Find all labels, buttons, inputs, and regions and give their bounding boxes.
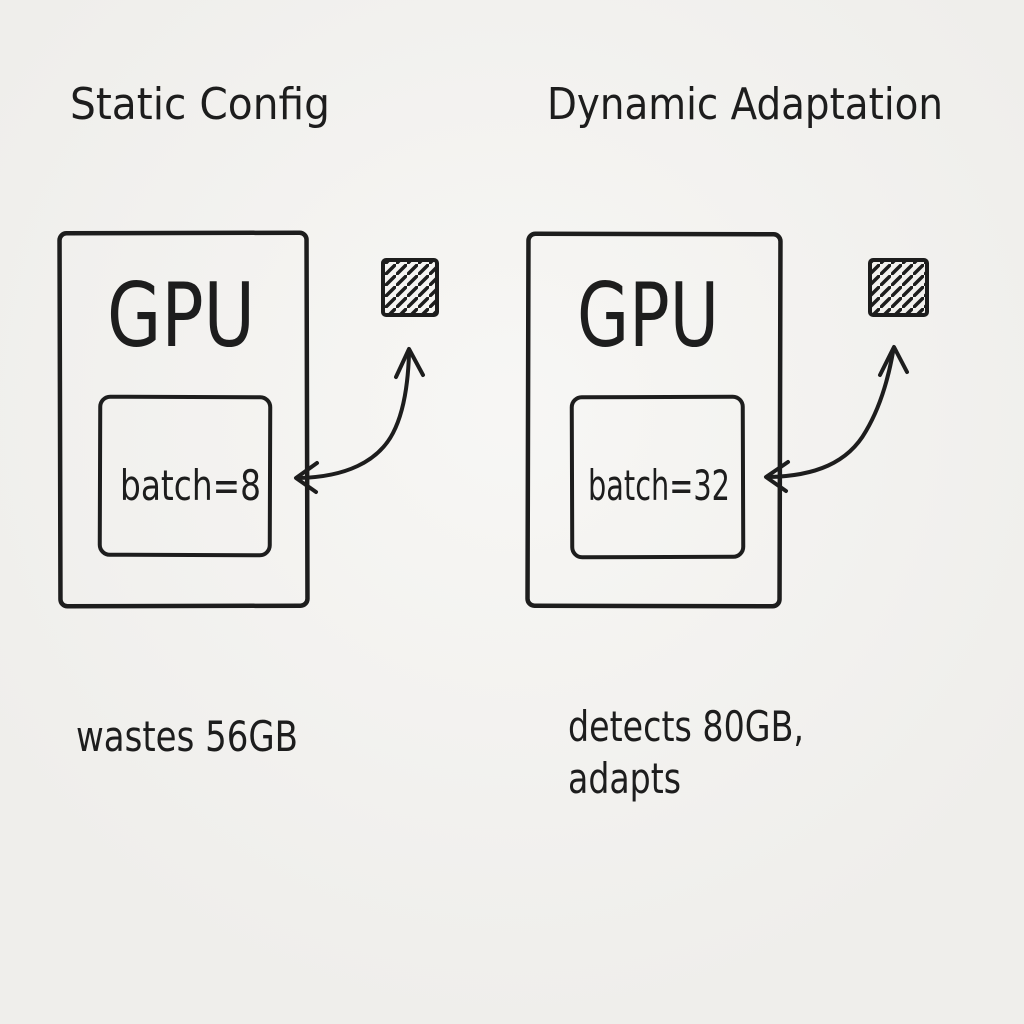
left-batch-box [97, 394, 273, 558]
left-batch-label: batch=8 [120, 461, 261, 510]
left-memory-block-icon [381, 258, 439, 317]
dynamic-adaptation-panel: Dynamic Adaptation GPU batch=32 detects … [525, 79, 943, 803]
right-panel-title: Dynamic Adaptation [547, 79, 943, 130]
static-config-panel: Static Config GPU batch=8 wastes 56GB [57, 79, 439, 761]
left-arrow [294, 347, 425, 494]
right-batch-box [569, 394, 746, 560]
right-caption-line1: detects 80GB, [568, 702, 804, 751]
right-gpu-box [525, 231, 783, 609]
left-gpu-label: GPU [107, 264, 255, 367]
right-batch-label: batch=32 [588, 461, 730, 510]
right-gpu-label: GPU [577, 264, 719, 367]
right-memory-block-icon [868, 258, 929, 317]
left-caption: wastes 56GB [76, 712, 298, 761]
left-panel-title: Static Config [70, 79, 330, 130]
right-caption-line2: adapts [568, 754, 681, 803]
right-arrow [764, 345, 909, 493]
left-gpu-box [57, 230, 310, 609]
